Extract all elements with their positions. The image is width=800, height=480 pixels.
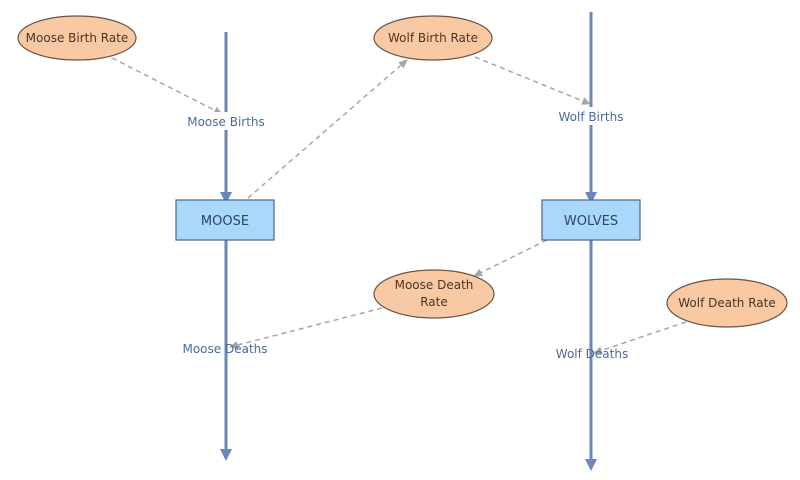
wolves-stock-label: WOLVES (564, 214, 618, 229)
wolf-birth-rate-label: Wolf Birth Rate (388, 31, 478, 45)
wolf-birth-rate-variable[interactable]: Wolf Birth Rate (373, 15, 493, 61)
wolf-death-rate-label: Wolf Death Rate (678, 296, 776, 310)
moose-deaths-label: Moose Deaths (182, 342, 267, 356)
connector-wolves-to-moose-death-rate (473, 239, 548, 277)
moose-death-rate-variable[interactable]: Moose Death Rate (373, 269, 495, 319)
moose-births-label: Moose Births (187, 115, 265, 129)
connector-moose-to-wolf-birth-rate (247, 59, 408, 199)
wolf-births-label: Wolf Births (559, 110, 624, 124)
wolves-stock[interactable]: WOLVES (541, 199, 641, 241)
moose-birth-rate-variable[interactable]: Moose Birth Rate (17, 15, 137, 61)
connector-moose-death-rate-to-deaths (229, 307, 383, 349)
wolf-deaths-label: Wolf Deaths (556, 347, 628, 361)
moose-birth-rate-label: Moose Birth Rate (26, 31, 129, 45)
wolf-death-rate-variable[interactable]: Wolf Death Rate (666, 278, 788, 328)
connector-wolf-death-rate-to-deaths (593, 321, 687, 355)
connector-moose-birth-rate-to-births (111, 57, 223, 115)
moose-death-rate-label-line1: Moose Death (395, 278, 474, 292)
moose-death-rate-label-line2: Rate (420, 295, 448, 309)
moose-stock[interactable]: MOOSE (175, 199, 275, 241)
moose-stock-label: MOOSE (201, 214, 249, 229)
connector-wolf-birth-rate-to-births (474, 56, 591, 105)
